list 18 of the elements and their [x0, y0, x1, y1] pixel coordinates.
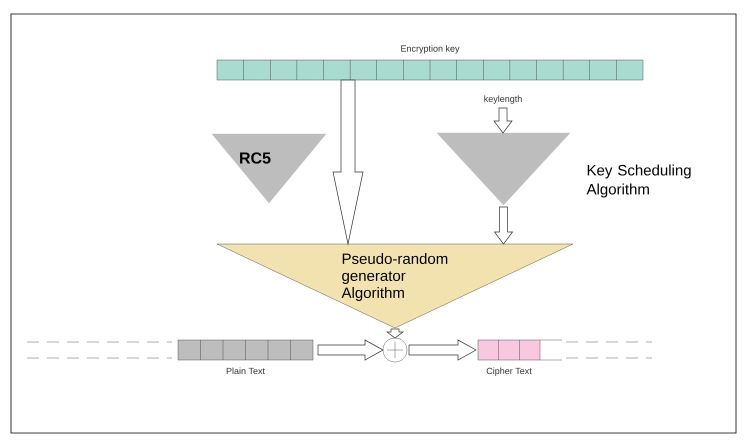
edge-label: keylength	[482, 94, 524, 105]
node-label: Encryption key	[401, 45, 460, 54]
cell-bar: Plain Text	[178, 340, 314, 374]
block-arrow	[318, 339, 384, 361]
block-arrow	[493, 108, 513, 134]
triangle-block: RC5	[212, 134, 326, 204]
xor-symbol	[382, 338, 408, 362]
block-arrow	[386, 328, 404, 338]
triangle-block: Key Scheduling Algorithm	[436, 132, 691, 206]
triangle-block: Pseudo-random generator Algorithm	[216, 244, 574, 328]
node-label: Key Scheduling Algorithm	[586, 164, 691, 198]
node-label: Plain Text	[226, 368, 265, 374]
block-arrow	[494, 206, 514, 245]
node-label: Cipher Text	[486, 368, 532, 376]
cell-bar: Cipher Text	[478, 340, 562, 376]
block-arrow	[408, 339, 477, 361]
block-arrow	[332, 80, 364, 246]
cell-bar: Encryption key	[216, 45, 644, 80]
